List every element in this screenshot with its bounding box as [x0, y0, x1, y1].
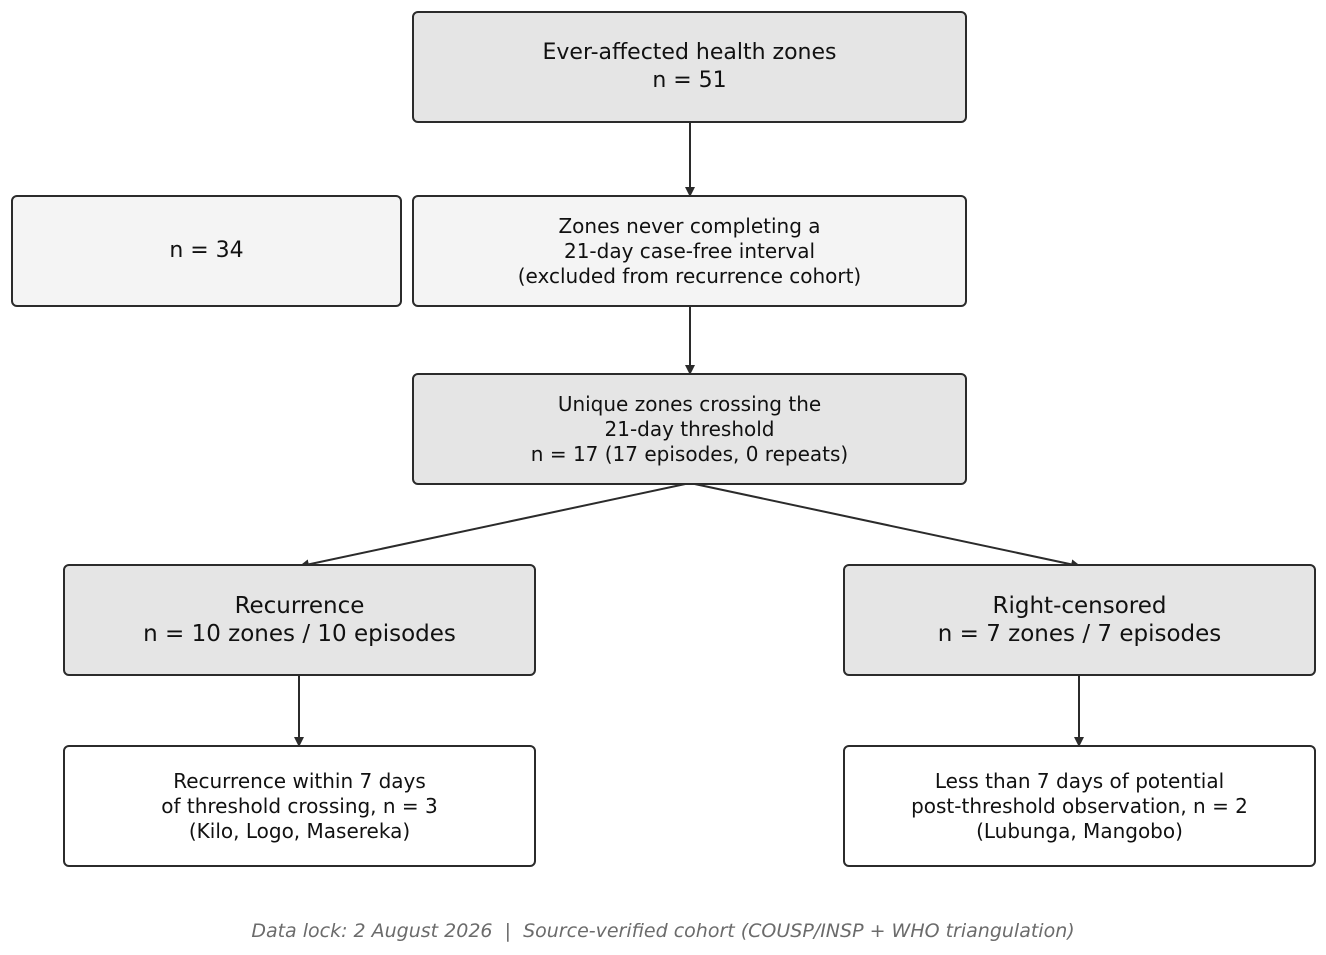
node-censored-detail-line2: post-threshold observation, n = 2	[911, 793, 1248, 818]
node-excluded-line2: 21-day case-free interval	[563, 238, 816, 263]
node-right-censored-title: Right-censored	[992, 593, 1167, 619]
node-recurrence-detail-line3: (Kilo, Logo, Masereka)	[188, 818, 411, 843]
node-excluded-count-value: n = 34	[169, 238, 244, 263]
arrow-threshold-to-recurrence	[299, 482, 691, 570]
node-recurrence-detail-line2: of threshold crossing, n = 3	[161, 793, 438, 818]
node-censored-detail-line3: (Lubunga, Mangobo)	[976, 818, 1183, 843]
node-recurrence-detail: Recurrence within 7 days of threshold cr…	[63, 745, 536, 867]
node-ever-affected: Ever-affected health zones n = 51	[412, 11, 967, 123]
node-ever-affected-title: Ever-affected health zones	[542, 40, 837, 65]
node-threshold: Unique zones crossing the 21-day thresho…	[412, 373, 967, 485]
footer-note: Data lock: 2 August 2026 | Source-verifi…	[251, 920, 1075, 942]
node-right-censored-count: n = 7 zones / 7 episodes	[937, 621, 1222, 647]
node-right-censored: Right-censored n = 7 zones / 7 episodes	[843, 564, 1316, 676]
node-recurrence: Recurrence n = 10 zones / 10 episodes	[63, 564, 536, 676]
arrow-threshold-to-censored	[689, 482, 1081, 570]
node-recurrence-detail-line1: Recurrence within 7 days	[173, 768, 426, 793]
node-recurrence-title: Recurrence	[234, 593, 365, 619]
node-threshold-line2: 21-day threshold	[604, 416, 775, 441]
node-excluded-count: n = 34	[11, 195, 402, 307]
node-recurrence-count: n = 10 zones / 10 episodes	[143, 621, 456, 647]
node-excluded: Zones never completing a 21-day case-fre…	[412, 195, 967, 307]
node-excluded-line3: (excluded from recurrence cohort)	[517, 263, 862, 288]
node-censored-detail: Less than 7 days of potential post-thres…	[843, 745, 1316, 867]
node-threshold-line1: Unique zones crossing the	[557, 391, 822, 416]
node-censored-detail-line1: Less than 7 days of potential	[934, 768, 1225, 793]
node-excluded-line1: Zones never completing a	[558, 213, 821, 238]
node-ever-affected-count: n = 51	[652, 68, 727, 93]
node-threshold-line3: n = 17 (17 episodes, 0 repeats)	[530, 441, 849, 466]
